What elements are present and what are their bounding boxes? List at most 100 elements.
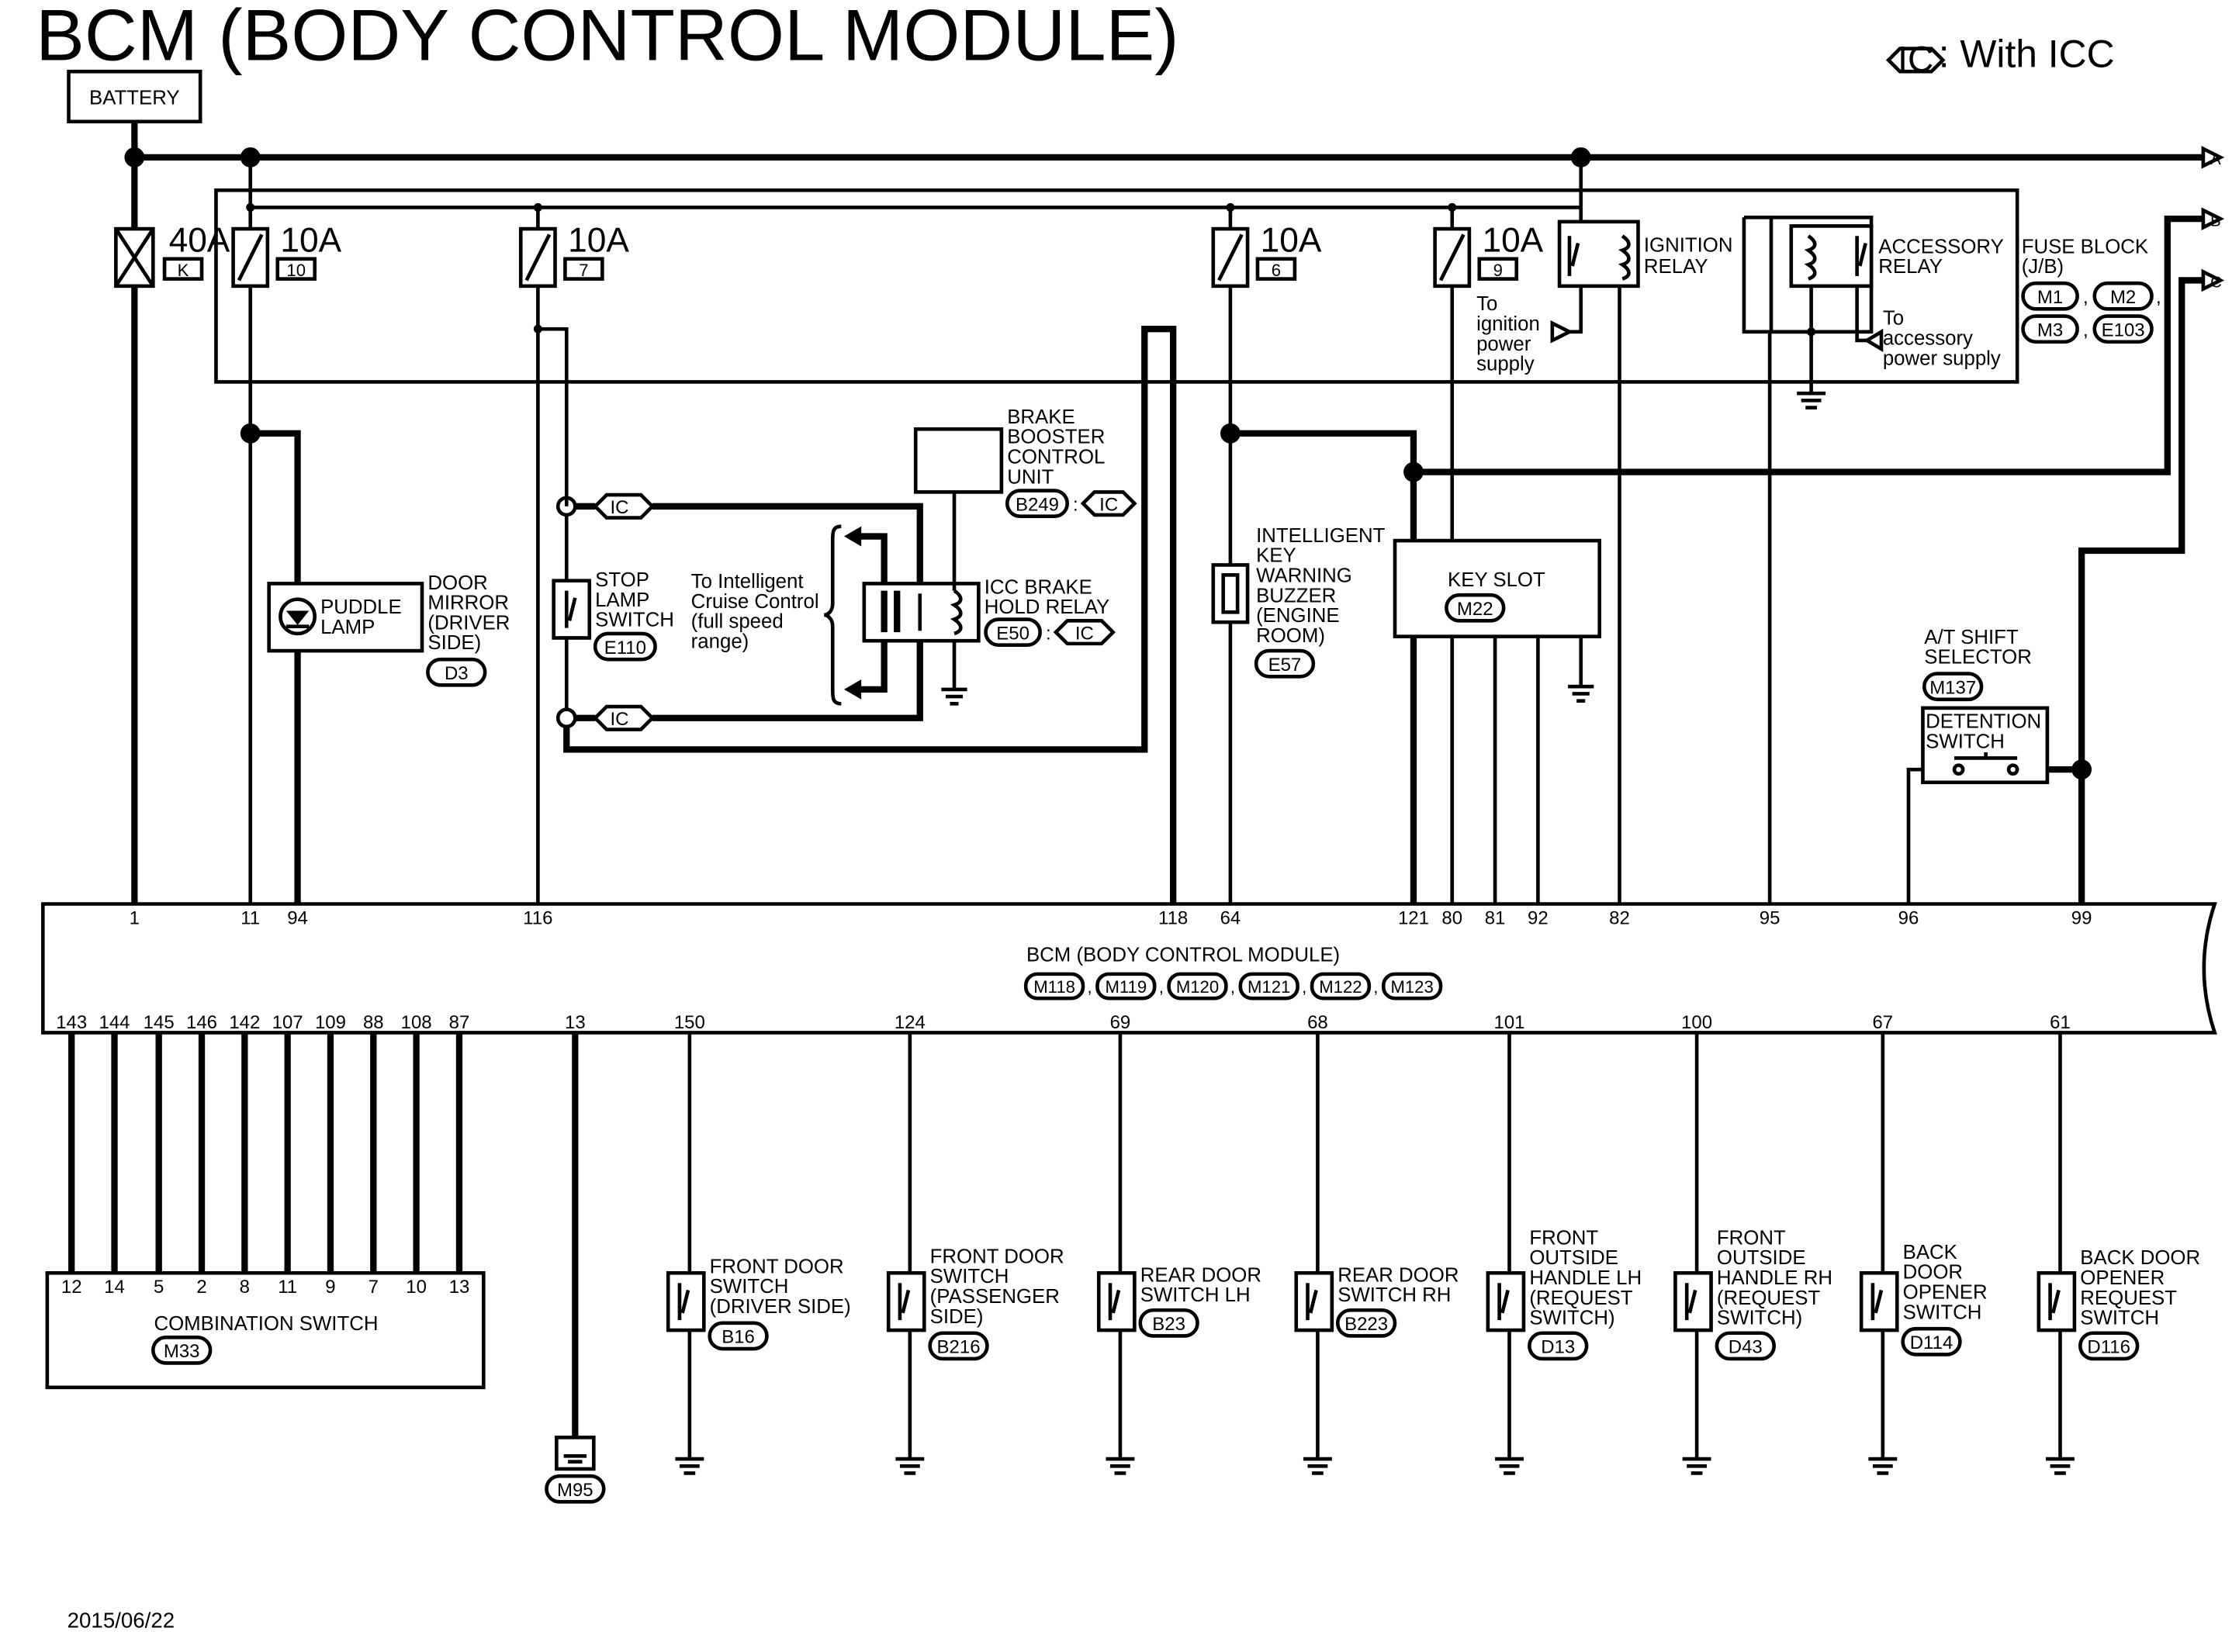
combination-switch: 12 14 5 2 8 11 9 7 10 13 COMBINATION SWI… xyxy=(45,1270,486,1390)
svg-text:KEY SLOT: KEY SLOT xyxy=(1448,569,1545,591)
svg-text:STOP: STOP xyxy=(595,569,649,591)
svg-text:B23: B23 xyxy=(1152,1314,1185,1335)
svg-text:MIRROR: MIRROR xyxy=(427,593,509,614)
svg-text:81: 81 xyxy=(1485,907,1506,928)
svg-text:SWITCH LH: SWITCH LH xyxy=(1140,1284,1251,1306)
svg-text:M137: M137 xyxy=(1929,677,1976,698)
svg-text:power: power xyxy=(1476,334,1531,355)
svg-text:IGNITION: IGNITION xyxy=(1644,235,1733,257)
svg-text:11: 11 xyxy=(278,1277,297,1298)
svg-text:A/T SHIFT: A/T SHIFT xyxy=(1924,627,2019,648)
stop-lamp-switch: IC IC STOP LAMP SWITCH E110 xyxy=(552,326,1177,904)
svg-text:11: 11 xyxy=(241,907,260,928)
svg-text:ACCESSORY: ACCESSORY xyxy=(1878,236,2004,257)
svg-text:92: 92 xyxy=(1528,907,1549,928)
svg-text:SWITCH: SWITCH xyxy=(710,1276,789,1298)
svg-text:ROOM): ROOM) xyxy=(1256,625,1325,647)
svg-text:,: , xyxy=(1088,977,1092,997)
svg-text:REAR DOOR: REAR DOOR xyxy=(1140,1264,1261,1286)
arrow-b: B xyxy=(2210,213,2221,230)
svg-text:69: 69 xyxy=(1110,1012,1131,1033)
bcm-module: BCM (BODY CONTROL MODULE) M118 M119 M120… xyxy=(41,902,2217,1035)
svg-text:SWITCH): SWITCH) xyxy=(1717,1308,1802,1329)
svg-text:HANDLE RH: HANDLE RH xyxy=(1717,1267,1832,1289)
svg-text:80: 80 xyxy=(1441,907,1462,928)
fuse-block-outline xyxy=(214,188,2019,384)
svg-text:HOLD RELAY: HOLD RELAY xyxy=(985,596,1110,618)
svg-text:100: 100 xyxy=(1681,1012,1712,1033)
svg-text:M118: M118 xyxy=(1033,977,1075,997)
svg-text:B16: B16 xyxy=(722,1327,755,1348)
svg-text:142: 142 xyxy=(229,1012,260,1033)
svg-text:10A: 10A xyxy=(568,222,629,260)
door-switch-b216: FRONT DOOR SWITCH (PASSENGER SIDE) B216 xyxy=(886,1032,1064,1475)
fuse-10a-6: 10A 6 xyxy=(1211,207,1322,289)
svg-text:D3: D3 xyxy=(445,663,469,684)
svg-text:FRONT DOOR: FRONT DOOR xyxy=(930,1246,1064,1267)
svg-text:107: 107 xyxy=(272,1012,303,1033)
svg-text:95: 95 xyxy=(1760,907,1780,928)
svg-text:145: 145 xyxy=(144,1012,175,1033)
svg-text:(PASSENGER: (PASSENGER xyxy=(930,1286,1060,1308)
svg-text:13: 13 xyxy=(449,1277,470,1298)
svg-text:B216: B216 xyxy=(937,1337,981,1358)
fuse-10a-9: 10A 9 xyxy=(1433,207,1544,289)
battery-label: BATTERY xyxy=(89,88,180,109)
svg-text:D13: D13 xyxy=(1541,1337,1575,1358)
svg-text:10A: 10A xyxy=(280,222,341,260)
svg-text:E110: E110 xyxy=(604,638,646,658)
svg-text:143: 143 xyxy=(56,1012,87,1033)
door-switch-d43: FRONT OUTSIDE HANDLE RH (REQUEST SWITCH)… xyxy=(1673,1032,1832,1475)
svg-text:SELECTOR: SELECTOR xyxy=(1924,647,2032,669)
fuse-block-label: FUSE BLOCK (J/B) M1 , M2 , M3 , E103 xyxy=(2021,236,2161,344)
svg-text:10: 10 xyxy=(406,1277,427,1298)
svg-text:M120: M120 xyxy=(1176,977,1219,997)
svg-text:94: 94 xyxy=(287,907,308,928)
svg-text:RELAY: RELAY xyxy=(1878,256,1943,278)
svg-text:96: 96 xyxy=(1898,907,1919,928)
svg-text:12: 12 xyxy=(61,1277,82,1298)
svg-text:87: 87 xyxy=(449,1012,470,1033)
svg-text:121: 121 xyxy=(1398,907,1429,928)
svg-text:6: 6 xyxy=(1272,261,1281,280)
svg-text:BRAKE: BRAKE xyxy=(1007,406,1075,428)
svg-text:108: 108 xyxy=(401,1012,432,1033)
svg-text:(DRIVER SIDE): (DRIVER SIDE) xyxy=(710,1296,851,1318)
svg-text:109: 109 xyxy=(315,1012,346,1033)
svg-text:10: 10 xyxy=(286,261,306,280)
svg-text:101: 101 xyxy=(1494,1012,1525,1033)
svg-text:OUTSIDE: OUTSIDE xyxy=(1717,1247,1806,1269)
svg-text:88: 88 xyxy=(363,1012,384,1033)
svg-text:CONTROL: CONTROL xyxy=(1007,447,1105,468)
svg-text:UNIT: UNIT xyxy=(1007,466,1054,488)
svg-text:B223: B223 xyxy=(1344,1314,1388,1335)
svg-text::: : xyxy=(1073,494,1078,515)
bcm-top-pins: 1 11 94 116 118 64 121 80 81 92 82 95 96… xyxy=(130,907,2092,928)
svg-text:118: 118 xyxy=(1158,907,1188,928)
svg-text:IC: IC xyxy=(611,709,629,730)
svg-text:(DRIVER: (DRIVER xyxy=(427,612,510,634)
svg-text:M2: M2 xyxy=(2110,287,2136,308)
fuse-40a: 40A K xyxy=(114,222,230,289)
arrow-a: A xyxy=(2210,151,2221,168)
svg-text:68: 68 xyxy=(1307,1012,1328,1033)
svg-text:M1: M1 xyxy=(2037,287,2063,308)
svg-text:5: 5 xyxy=(154,1277,164,1298)
svg-text:OUTSIDE: OUTSIDE xyxy=(1529,1247,1618,1269)
svg-text:COMBINATION SWITCH: COMBINATION SWITCH xyxy=(154,1313,378,1335)
svg-text:M22: M22 xyxy=(1457,599,1493,620)
svg-text:124: 124 xyxy=(895,1012,926,1033)
door-switch-b16: FRONT DOOR SWITCH (DRIVER SIDE) B16 xyxy=(666,1032,851,1475)
svg-text:BUZZER: BUZZER xyxy=(1256,585,1336,607)
svg-text:,: , xyxy=(1373,977,1378,997)
ignition-relay: IGNITION RELAY xyxy=(1550,207,1733,904)
svg-text:116: 116 xyxy=(523,907,552,928)
svg-text:E50: E50 xyxy=(996,623,1030,644)
svg-text:SIDE): SIDE) xyxy=(427,632,481,654)
svg-text:IC: IC xyxy=(1075,623,1094,644)
at-shift-selector: A/T SHIFT SELECTOR M137 DETENTION SWITCH xyxy=(1906,627,2092,904)
diagram-title: BCM (BODY CONTROL MODULE) xyxy=(36,0,1179,75)
door-switch-b223: REAR DOOR SWITCH RH B223 xyxy=(1294,1032,1459,1475)
svg-text:67: 67 xyxy=(1872,1012,1893,1033)
